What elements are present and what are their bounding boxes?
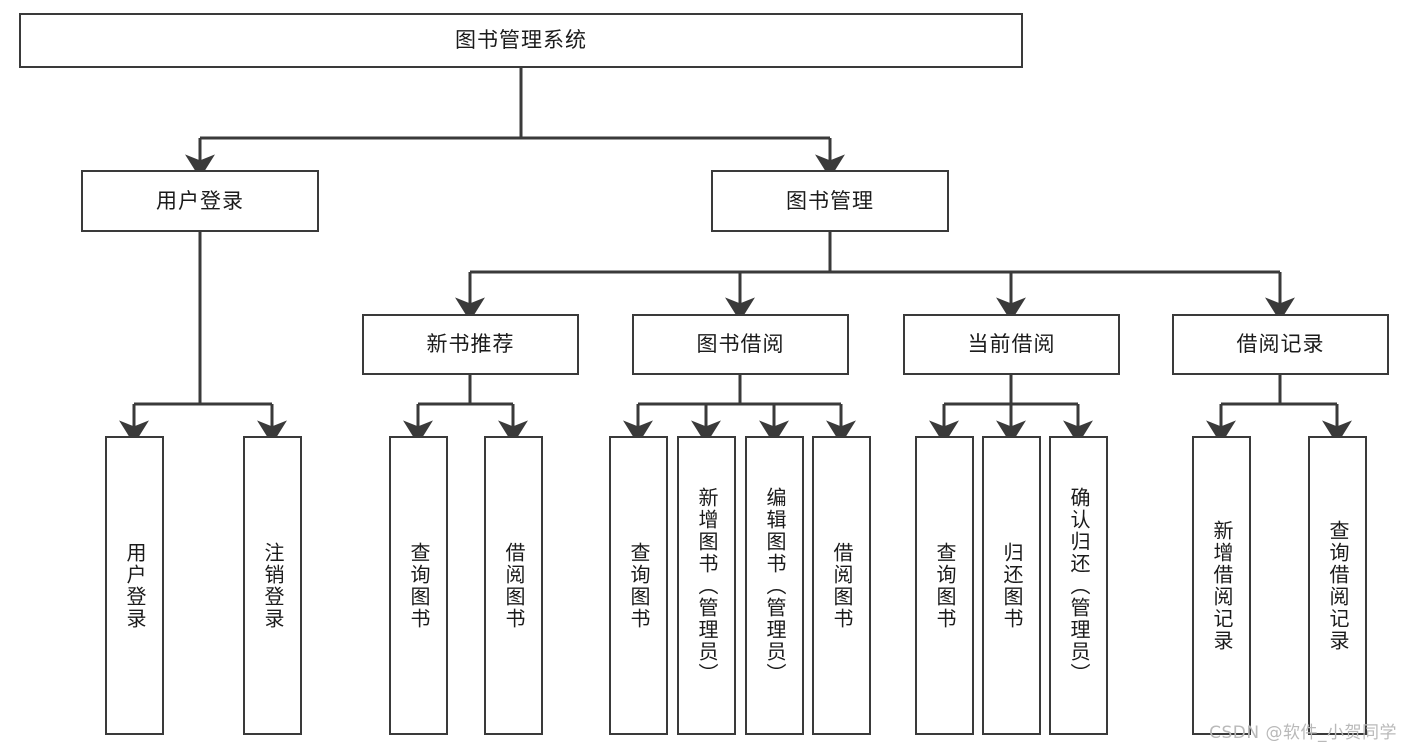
node-rec-query-record-label: 查询借阅记录 [1326,519,1350,652]
node-rec-query-record[interactable]: 查询借阅记录 [1308,436,1367,735]
node-user-logout[interactable]: 注销登录 [243,436,302,735]
node-rec-borrow-book-label: 借阅图书 [502,541,526,630]
node-cur-query-book-label: 查询图书 [933,541,957,630]
node-book-manage-label: 图书管理 [786,188,874,213]
node-borrow-lend-book[interactable]: 借阅图书 [812,436,871,735]
node-cur-return-book[interactable]: 归还图书 [982,436,1041,735]
node-cur-confirm-return-label: 确认归还（管理员） [1067,486,1091,685]
node-new-book-rec-label: 新书推荐 [426,332,515,357]
csdn-watermark: CSDN @软件_小贺同学 [1209,723,1397,743]
node-borrow-add-book[interactable]: 新增图书（管理员） [677,436,736,735]
node-rec-query-book-label: 查询图书 [407,541,431,630]
node-rec-borrow-book[interactable]: 借阅图书 [484,436,543,735]
node-borrow-lend-book-label: 借阅图书 [830,541,854,630]
node-cur-confirm-return[interactable]: 确认归还（管理员） [1049,436,1108,735]
node-current-borrow-label: 当前借阅 [967,332,1056,357]
node-user-login-do-label: 用户登录 [123,541,147,630]
node-cur-query-book[interactable]: 查询图书 [915,436,974,735]
node-book-borrow-label: 图书借阅 [696,332,785,357]
node-root[interactable]: 图书管理系统 [19,13,1023,68]
node-user-logout-label: 注销登录 [261,541,285,630]
node-book-manage[interactable]: 图书管理 [711,170,949,232]
node-rec-query-book[interactable]: 查询图书 [389,436,448,735]
node-user-login-do[interactable]: 用户登录 [105,436,164,735]
node-borrow-add-book-label: 新增图书（管理员） [695,486,719,685]
node-rec-add-record[interactable]: 新增借阅记录 [1192,436,1251,735]
node-root-label: 图书管理系统 [455,28,587,53]
node-rec-add-record-label: 新增借阅记录 [1210,519,1234,652]
node-current-borrow[interactable]: 当前借阅 [903,314,1120,375]
node-user-login[interactable]: 用户登录 [81,170,319,232]
node-user-login-label: 用户登录 [156,188,244,213]
node-new-book-rec[interactable]: 新书推荐 [362,314,579,375]
node-borrow-record-label: 借阅记录 [1236,332,1325,357]
node-borrow-query-book[interactable]: 查询图书 [609,436,668,735]
node-cur-return-book-label: 归还图书 [1000,541,1024,630]
node-book-borrow[interactable]: 图书借阅 [632,314,849,375]
node-borrow-edit-book-label: 编辑图书（管理员） [763,486,787,685]
node-borrow-query-book-label: 查询图书 [627,541,651,630]
node-borrow-edit-book[interactable]: 编辑图书（管理员） [745,436,804,735]
node-borrow-record[interactable]: 借阅记录 [1172,314,1389,375]
